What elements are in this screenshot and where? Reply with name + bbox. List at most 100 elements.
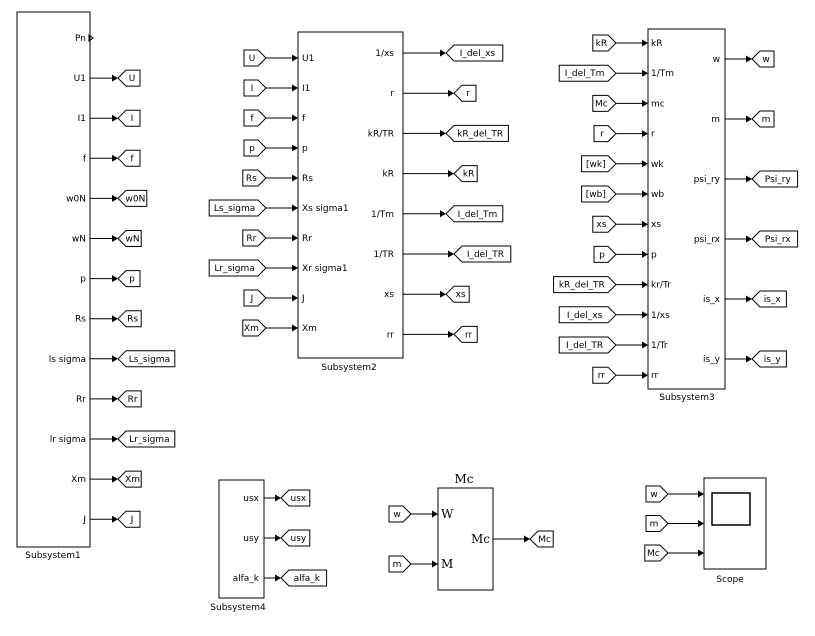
s3-from-0[interactable]: kR [592, 34, 617, 52]
s3-from-8[interactable]: kR_del_TR [553, 276, 617, 294]
s3-from-9[interactable]: I_del_xs [558, 306, 617, 324]
s2-goto-4[interactable]: I_del_Tm [445, 205, 504, 223]
s2-out-wire-5-arrow [448, 250, 454, 258]
s2-out-wire-0-arrow [440, 49, 446, 57]
subsystem3-block[interactable]: Subsystem3 kRkR1/TmI_del_TmmcMcrrwk[wk]w… [553, 28, 799, 403]
s3-goto-4[interactable]: is_x [751, 290, 787, 308]
s1-wire-4-arrow [112, 194, 118, 202]
s1-wire-1-arrow [112, 74, 118, 82]
s2-from-2[interactable]: f [243, 109, 267, 127]
s2-from-3[interactable]: p [243, 139, 267, 157]
s3-goto-1[interactable]: m [751, 110, 775, 128]
s1-wire-11-arrow [112, 475, 118, 483]
s1-port-4: w0N [66, 194, 86, 204]
s3-from-7-text: p [599, 250, 605, 260]
s2-goto-2[interactable]: kR_del_TR [445, 124, 509, 142]
s2-from-7[interactable]: Lr_sigma [208, 259, 267, 277]
scope-from-2-text: Mc [647, 549, 660, 559]
s3-in-port-1: 1/Tm [651, 69, 674, 79]
s1-goto-9[interactable]: Rr [117, 390, 142, 408]
s1-port-11: Xm [71, 475, 86, 485]
s2-from-0[interactable]: U [243, 49, 267, 67]
s1-goto-10-text: Lr_sigma [129, 435, 169, 445]
s3-from-4[interactable]: [wk] [581, 155, 617, 173]
s1-goto-8-text: Ls_sigma [129, 355, 170, 365]
s2-out-port-0: 1/xs [375, 49, 394, 59]
scope-screen [711, 492, 751, 526]
s3-from-3[interactable]: r [593, 125, 617, 143]
scope-from-0-text: w [650, 490, 657, 500]
s4-out-wire-2-arrow [275, 574, 281, 582]
s2-from-1[interactable]: I [243, 79, 267, 97]
s2-goto-6-text: xs [456, 290, 466, 300]
s3-goto-0[interactable]: w [751, 50, 775, 68]
s3-goto-5-text: is_y [764, 355, 782, 365]
s3-from-2[interactable]: Mc [592, 94, 617, 112]
s1-goto-11[interactable]: Xm [117, 470, 142, 488]
s2-goto-1[interactable]: r [453, 84, 477, 102]
mc-from-0[interactable]: w [388, 505, 412, 523]
s1-goto-12[interactable]: J [117, 510, 141, 528]
s2-from-6[interactable]: Rr [242, 229, 267, 247]
s1-goto-5[interactable]: wN [117, 230, 142, 247]
s2-out-port-2: kR/TR [368, 129, 394, 139]
s1-goto-1[interactable]: U [117, 69, 141, 87]
s1-pn-port-marker [88, 34, 94, 42]
s1-wire-9-arrow [112, 395, 118, 403]
s2-from-4-text: Rs [246, 174, 257, 184]
s3-from-7[interactable]: p [593, 245, 617, 263]
s1-goto-7[interactable]: Rs [117, 310, 142, 328]
s1-goto-6[interactable]: p [117, 270, 141, 288]
scope-from-2[interactable]: Mc [644, 544, 669, 562]
s1-goto-3[interactable]: f [117, 149, 141, 167]
mc-goto[interactable]: Mc [529, 530, 554, 548]
s1-goto-2[interactable]: I [117, 109, 141, 127]
s1-goto-10[interactable]: Lr_sigma [117, 430, 176, 448]
s3-in-port-0: kR [651, 39, 662, 49]
s2-goto-7[interactable]: rr [453, 325, 478, 343]
s2-goto-6[interactable]: xs [445, 285, 470, 303]
s3-goto-2[interactable]: Psi_ry [751, 170, 799, 188]
s4-goto-2[interactable]: alfa_k [280, 569, 328, 587]
s1-goto-9-text: Rr [128, 395, 138, 405]
s2-from-5[interactable]: Ls_sigma [208, 199, 267, 217]
s4-goto-1[interactable]: usy [280, 529, 311, 547]
s2-goto-5[interactable]: I_del_TR [453, 245, 512, 263]
s1-goto-4[interactable]: w0N [117, 189, 148, 207]
s3-from-1[interactable]: I_del_Tm [558, 64, 617, 82]
s3-in-wire-1-arrow [642, 69, 648, 77]
s2-from-9[interactable]: Xm [242, 319, 267, 337]
scope-from-0[interactable]: w [645, 485, 669, 503]
scope-from-1[interactable]: m [645, 515, 669, 532]
mc-out-port: Mc [471, 532, 490, 546]
s3-from-6[interactable]: xs [592, 215, 617, 233]
s3-from-10[interactable]: I_del_TR [558, 336, 617, 354]
scope-in-wire-2-arrow [698, 549, 704, 557]
s2-goto-0[interactable]: I_del_xs [445, 44, 504, 62]
s3-from-3-text: r [600, 130, 604, 140]
s3-from-11[interactable]: rr [592, 366, 617, 384]
s3-from-8-text: kR_del_TR [559, 281, 605, 291]
s2-goto-3[interactable]: kR [453, 165, 478, 183]
s3-goto-1-text: m [762, 115, 771, 125]
s3-goto-3[interactable]: Psi_rx [751, 230, 799, 248]
s2-from-4[interactable]: Rs [242, 169, 267, 187]
s2-out-port-3: kR [383, 170, 394, 180]
s2-goto-7-text: rr [465, 330, 473, 340]
s1-goto-5-text: wN [126, 235, 140, 245]
s3-goto-5[interactable]: is_y [751, 350, 787, 368]
s1-goto-8[interactable]: Ls_sigma [117, 350, 176, 368]
s2-goto-4-text: I_del_Tm [458, 210, 498, 220]
s3-from-5[interactable]: [wb] [581, 185, 617, 203]
s2-from-8[interactable]: J [243, 289, 267, 307]
s2-in-wire-3-arrow [292, 144, 298, 152]
s4-goto-0[interactable]: usx [280, 489, 311, 507]
s3-in-wire-4-arrow [642, 160, 648, 168]
mc-from-1[interactable]: m [388, 555, 412, 573]
s2-out-port-7: rr [387, 330, 395, 340]
